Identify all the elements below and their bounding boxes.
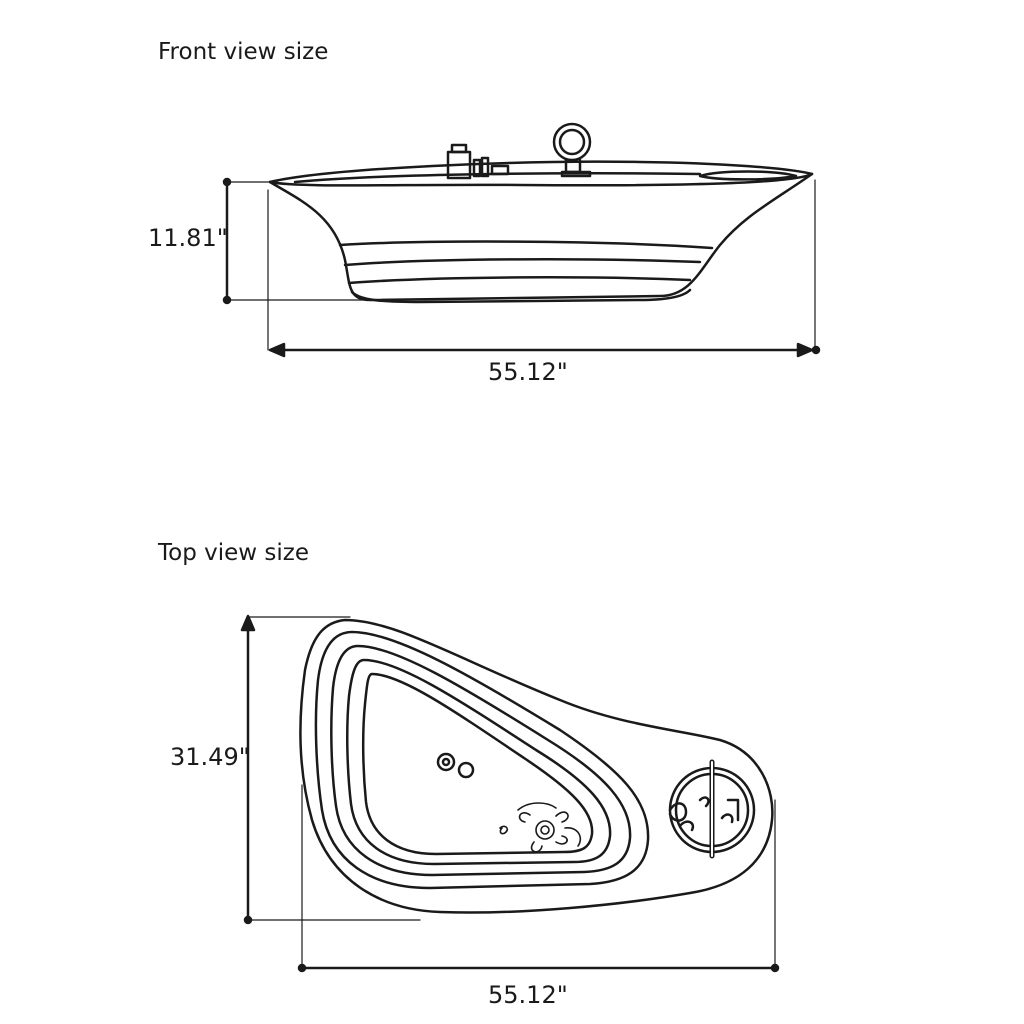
faucet-icon	[552, 122, 592, 178]
front-width-label: 55.12"	[488, 358, 568, 386]
drain-icon	[436, 752, 475, 779]
front-height-dimension	[222, 177, 381, 305]
top-width-dimension	[297, 784, 780, 973]
control-panel-icon	[668, 759, 756, 859]
top-view-title: Top view size	[158, 540, 309, 566]
top-width-label: 55.12"	[488, 981, 568, 1009]
front-view-bathtub	[268, 160, 814, 304]
bottle-icon	[446, 143, 510, 180]
front-height-label: 11.81"	[148, 224, 228, 252]
floral-decoration-icon	[499, 802, 582, 853]
top-depth-dimension	[240, 614, 421, 925]
top-view-bathtub	[299, 618, 774, 914]
front-width-dimension	[267, 179, 821, 358]
front-view-title: Front view size	[158, 39, 329, 65]
top-depth-label: 31.49"	[170, 743, 250, 771]
